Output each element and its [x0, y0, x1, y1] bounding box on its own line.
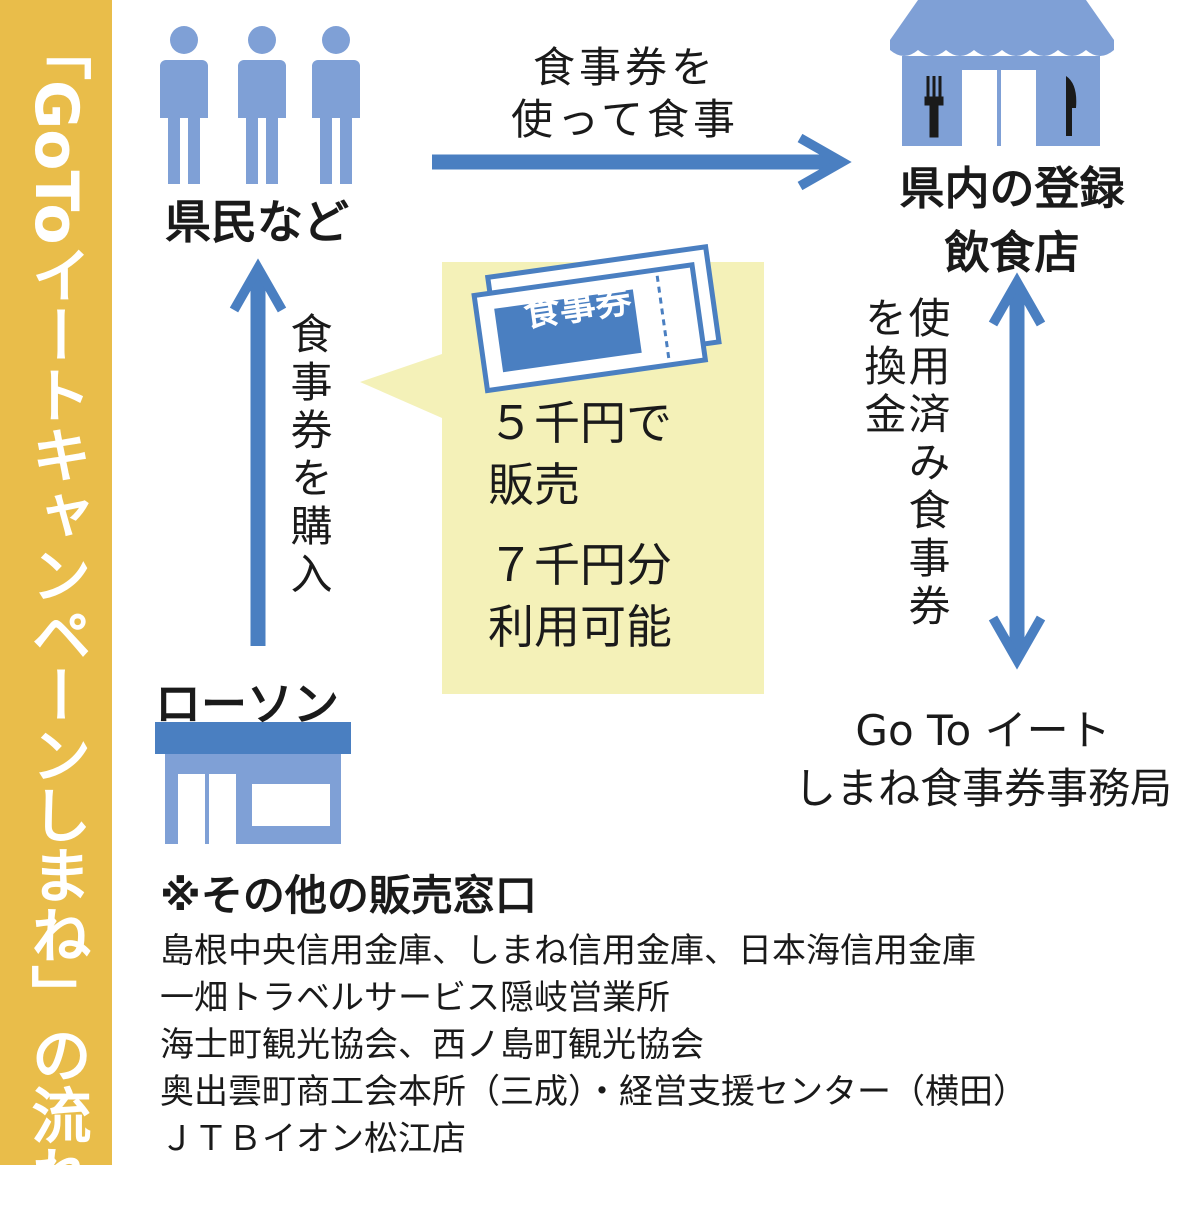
outlet-item: 島根中央信用金庫、しまね信用金庫、日本海信用金庫: [160, 931, 976, 971]
callout-value: ７千円分 利用可能: [488, 538, 672, 654]
node-lawson: ローソン: [155, 677, 339, 731]
side-title-band: [0, 0, 112, 1165]
outlet-item: ＪＴＢイオン松江店: [160, 1119, 466, 1159]
other-outlets-heading: ※その他の販売窓口: [160, 871, 537, 920]
node-office: Go To イート しまね食事券事務局: [793, 706, 1172, 813]
outlet-item: 一畑トラベルサービス隠岐営業所: [160, 978, 670, 1018]
node-restaurant: 県内の登録 飲食店: [899, 162, 1125, 279]
arrow-exchange-label-line1: 使用済み食事券: [902, 296, 951, 632]
arrow-exchange-label-line2: を換金: [858, 296, 907, 440]
callout-price: ５千円で 販売: [488, 396, 672, 512]
diagram-title: 「GoToイートキャンペーンしまね」の流れ: [21, 20, 91, 1205]
arrow-buy-label: 食事券を購入: [284, 312, 333, 600]
ticket-icon: [471, 243, 722, 394]
outlet-item: 海士町観光協会、西ノ島町観光協会: [160, 1025, 704, 1065]
restaurant-icon: [890, 0, 1114, 146]
people-icon: [160, 26, 360, 184]
flow-diagram: [155, 0, 1114, 844]
speech-bubble: [360, 262, 764, 694]
store-icon: [155, 722, 351, 844]
outlet-item: 奥出雲町商工会本所（三成）・経営支援センター（横田）: [160, 1072, 1027, 1112]
node-residents: 県民など: [165, 195, 349, 249]
other-outlets-list: 島根中央信用金庫、しまね信用金庫、日本海信用金庫 一畑トラベルサービス隠岐営業所…: [160, 928, 1190, 1163]
arrow-eat-label: 食事券を 使って食事: [511, 43, 739, 144]
